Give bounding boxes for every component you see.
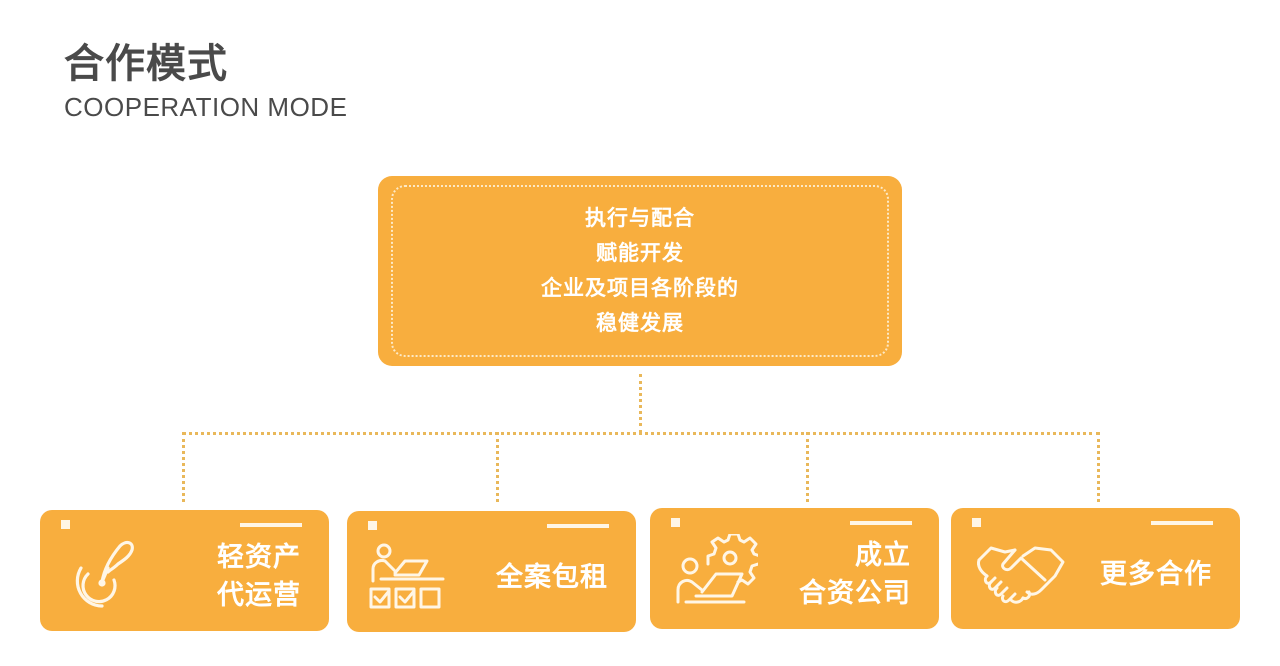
root-node-line: 赋能开发 xyxy=(596,241,684,265)
connector-branch-4 xyxy=(1097,432,1100,502)
connector-trunk xyxy=(639,374,642,433)
corner-bar-decoration xyxy=(240,523,302,527)
corner-square-decoration xyxy=(368,521,377,530)
quill-pen-icon xyxy=(62,536,142,616)
corner-bar-decoration xyxy=(547,524,609,528)
corner-square-decoration xyxy=(671,518,680,527)
mode-card-full-lease: 全案包租 xyxy=(347,511,636,632)
mode-card-label: 全案包租 xyxy=(496,537,608,619)
root-node-line: 执行与配合 xyxy=(585,206,695,230)
corner-square-decoration xyxy=(61,520,70,529)
mode-card-joint-venture: 成立 合资公司 xyxy=(650,508,939,629)
mode-card-label: 成立 合资公司 xyxy=(799,534,911,616)
root-node-dotted-frame: 执行与配合 赋能开发 企业及项目各阶段的 稳健发展 xyxy=(391,185,889,357)
mode-card-light-asset: 轻资产 代运营 xyxy=(40,510,329,631)
root-node-box: 执行与配合 赋能开发 企业及项目各阶段的 稳健发展 xyxy=(378,176,902,366)
connector-branch-2 xyxy=(496,432,499,502)
handshake-icon xyxy=(975,538,1065,608)
mode-card-label: 更多合作 xyxy=(1100,534,1212,616)
mode-card-label: 轻资产 代运营 xyxy=(217,536,301,618)
person-laptop-gear-icon xyxy=(672,532,762,614)
root-node-line: 企业及项目各阶段的 xyxy=(541,276,739,300)
mode-card-label-line: 更多合作 xyxy=(1100,559,1212,590)
mode-card-label-line: 代运营 xyxy=(217,580,301,611)
mode-card-label-line: 成立 xyxy=(855,540,911,571)
person-desk-checklist-icon xyxy=(369,537,449,617)
root-node-line: 稳健发展 xyxy=(596,311,684,335)
page-title: 合作模式 xyxy=(64,41,228,87)
corner-square-decoration xyxy=(972,518,981,527)
connector-branch-3 xyxy=(806,432,809,502)
page-subtitle: COOPERATION MODE xyxy=(64,92,348,122)
mode-card-label-line: 全案包租 xyxy=(496,562,608,593)
corner-bar-decoration xyxy=(850,521,912,525)
mode-card-more: 更多合作 xyxy=(951,508,1240,629)
connector-branch-1 xyxy=(182,432,185,502)
mode-card-label-line: 合资公司 xyxy=(799,578,911,609)
corner-bar-decoration xyxy=(1151,521,1213,525)
connector-horizontal xyxy=(182,432,1100,435)
mode-card-label-line: 轻资产 xyxy=(217,542,301,573)
